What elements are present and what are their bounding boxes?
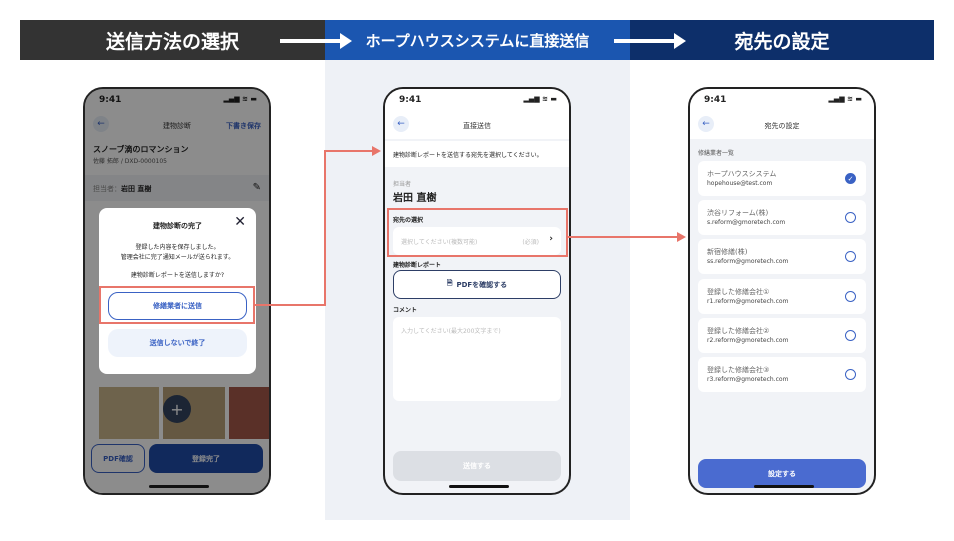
highlight-box xyxy=(387,208,568,257)
edit-icon[interactable]: ✎ xyxy=(252,182,261,193)
step-2-label: ホープハウスシステムに直接送信 xyxy=(365,31,590,50)
contractor-name: 登録した修繕会社① xyxy=(707,288,770,296)
radio-icon[interactable] xyxy=(845,330,856,341)
assignee-name: 岩田 直樹 xyxy=(393,193,437,204)
pdf-check-label: PDFを確認する xyxy=(456,280,508,289)
assignee-label: 担当者： xyxy=(93,185,121,193)
contractor-item[interactable]: 新宿修繕(株) ss.reform@gmoretech.com xyxy=(698,239,866,274)
contractor-name: 新宿修繕(株) xyxy=(707,248,748,256)
home-indicator xyxy=(449,485,509,488)
step-1-header: 送信方法の選択 xyxy=(20,20,325,60)
status-time: 9:41 xyxy=(704,95,727,105)
contractor-email: hopehouse@test.com xyxy=(707,180,773,187)
assignee-label: 担当者 xyxy=(393,181,412,188)
arrow-right-icon xyxy=(614,33,686,49)
contractor-email: r1.reform@gmoretech.com xyxy=(707,298,789,305)
send-to-contractor-button[interactable]: 修繕業者に送信 xyxy=(108,292,247,320)
comment-placeholder: 入力してください(最大200文字まで) xyxy=(401,328,501,335)
send-button[interactable]: 送信する xyxy=(393,451,561,481)
modal-message-1: 登録した内容を保存しました。 xyxy=(135,244,220,251)
contractor-item[interactable]: ホープハウスシステム hopehouse@test.com ✓ xyxy=(698,161,866,196)
arrow-right-icon xyxy=(280,33,352,49)
back-button[interactable]: ← xyxy=(93,116,109,132)
arrowhead-icon xyxy=(372,146,381,156)
arrowhead-icon xyxy=(677,232,686,242)
pdf-confirm-button[interactable]: PDF確認 xyxy=(91,444,145,473)
instruction-text: 建物診断レポートを送信する宛先を選択してください。 xyxy=(385,141,569,167)
pdf-check-button[interactable]: 🗎PDFを確認する xyxy=(393,270,561,299)
status-icons: ▂▄▆ ≋ ▬ xyxy=(223,95,257,103)
modal-question: 建物診断レポートを送信しますか? xyxy=(130,272,225,279)
contractor-name: 登録した修繕会社② xyxy=(707,327,770,335)
step-1-label: 送信方法の選択 xyxy=(105,30,239,53)
finish-without-sending-button[interactable]: 送信しないで終了 xyxy=(108,329,247,357)
register-complete-button[interactable]: 登録完了 xyxy=(149,444,263,473)
contractor-email: r2.reform@gmoretech.com xyxy=(707,337,789,344)
destination-label: 宛先の選択 xyxy=(393,217,424,224)
contractor-list-label: 修繕業者一覧 xyxy=(698,150,735,157)
required-tag: (必須) xyxy=(522,239,539,246)
back-button[interactable]: ← xyxy=(698,116,714,132)
photo-thumbnail[interactable] xyxy=(99,387,159,439)
radio-icon[interactable] xyxy=(845,212,856,223)
home-indicator xyxy=(149,485,209,488)
step-2-header: ホープハウスシステムに直接送信 xyxy=(325,20,630,60)
contractor-name: 登録した修繕会社③ xyxy=(707,366,770,374)
status-icons: ▂▄▆ ≋ ▬ xyxy=(828,95,862,103)
completion-modal: 建物診断の完了 ✕ 登録した内容を保存しました。 管理会社に完了通知メールが送ら… xyxy=(99,208,256,374)
connector-line xyxy=(255,304,326,306)
assignee-name: 岩田 直樹 xyxy=(121,185,152,193)
highlight-box xyxy=(99,286,255,324)
property-name: スノーブ滴のロマンション xyxy=(93,145,189,154)
close-icon[interactable]: ✕ xyxy=(234,214,246,230)
home-indicator xyxy=(754,485,814,488)
destination-placeholder: 選択してください(複数可能) xyxy=(401,239,478,246)
report-label: 建物診断レポート xyxy=(393,262,442,269)
back-button[interactable]: ← xyxy=(393,116,409,132)
step-3-label: 宛先の設定 xyxy=(734,30,830,53)
draft-save-button[interactable]: 下書き保存 xyxy=(226,122,261,130)
status-time: 9:41 xyxy=(99,95,122,105)
check-circle-icon[interactable]: ✓ xyxy=(845,173,856,184)
nav-title: 直接送信 xyxy=(463,122,491,130)
comment-textarea[interactable]: 入力してください(最大200文字まで) xyxy=(393,317,561,401)
contractor-name: 渋谷リフォーム(株) xyxy=(707,209,769,217)
photo-thumbnail[interactable] xyxy=(229,387,269,439)
connector-line xyxy=(324,150,372,152)
nav-title: 宛先の設定 xyxy=(764,122,800,130)
modal-message-2: 管理会社に完了通知メールが送られます。 xyxy=(120,254,235,261)
radio-icon[interactable] xyxy=(845,291,856,302)
phone-send-method: 9:41 ▂▄▆ ≋ ▬ ← 建物診断 下書き保存 スノーブ滴のロマンション 佐藤… xyxy=(83,87,271,495)
contractor-email: ss.reform@gmoretech.com xyxy=(707,258,789,265)
contractor-item[interactable]: 登録した修繕会社① r1.reform@gmoretech.com xyxy=(698,279,866,314)
contractor-item[interactable]: 登録した修繕会社③ r3.reform@gmoretech.com xyxy=(698,357,866,392)
status-icons: ▂▄▆ ≋ ▬ xyxy=(523,95,557,103)
connector-line xyxy=(324,150,326,306)
nav-title: 建物診断 xyxy=(163,122,191,130)
radio-icon[interactable] xyxy=(845,369,856,380)
add-photo-button[interactable]: + xyxy=(163,395,191,423)
set-button[interactable]: 設定する xyxy=(698,459,866,488)
contractor-item[interactable]: 渋谷リフォーム(株) s.reform@gmoretech.com xyxy=(698,200,866,235)
chevron-right-icon: › xyxy=(549,234,553,244)
connector-line xyxy=(568,236,678,238)
destination-select[interactable]: 選択してください(複数可能) (必須) › xyxy=(393,227,561,255)
radio-icon[interactable] xyxy=(845,251,856,262)
contractor-email: s.reform@gmoretech.com xyxy=(707,219,786,226)
phone-destination-settings: 9:41 ▂▄▆ ≋ ▬ ← 宛先の設定 修繕業者一覧 ホープハウスシステム hop… xyxy=(688,87,876,495)
comment-label: コメント xyxy=(393,307,418,314)
phone-direct-send: 9:41 ▂▄▆ ≋ ▬ ← 直接送信 建物診断レポートを送信する宛先を選択してく… xyxy=(383,87,571,495)
modal-title: 建物診断の完了 xyxy=(153,222,202,230)
status-time: 9:41 xyxy=(399,95,422,105)
contractor-email: r3.reform@gmoretech.com xyxy=(707,376,789,383)
contractor-item[interactable]: 登録した修繕会社② r2.reform@gmoretech.com xyxy=(698,318,866,353)
document-icon: 🗎 xyxy=(446,279,453,287)
contractor-name: ホープハウスシステム xyxy=(707,170,777,178)
property-sub: 佐藤 拓郎 / DXD-0000105 xyxy=(93,158,167,165)
